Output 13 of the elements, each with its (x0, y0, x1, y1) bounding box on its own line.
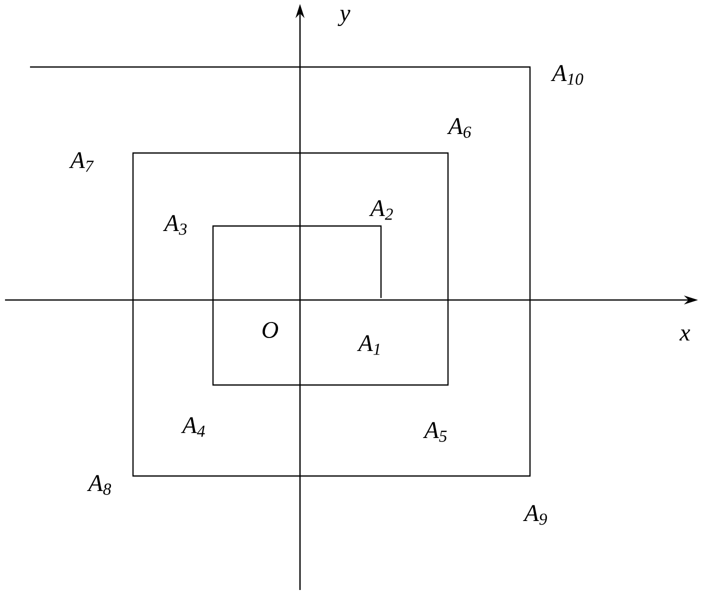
axis-label: x (679, 330, 690, 340)
point-label: A$_{4}$ (180, 417, 205, 437)
point-label: A$_{10}$ (550, 65, 584, 85)
axis-label: y (338, 10, 350, 26)
point-label: A$_{5}$ (422, 422, 447, 442)
point-label: A$_{2}$ (368, 200, 393, 220)
point-label: A$_{8}$ (86, 475, 112, 495)
point-label: A$_{9}$ (522, 505, 547, 525)
origin-label: O (262, 322, 278, 338)
point-label: A$_{6}$ (446, 118, 472, 138)
point-label: A$_{7}$ (68, 152, 94, 172)
point-label: A$_{3}$ (162, 215, 187, 235)
point-label: A$_{1}$ (356, 335, 380, 355)
